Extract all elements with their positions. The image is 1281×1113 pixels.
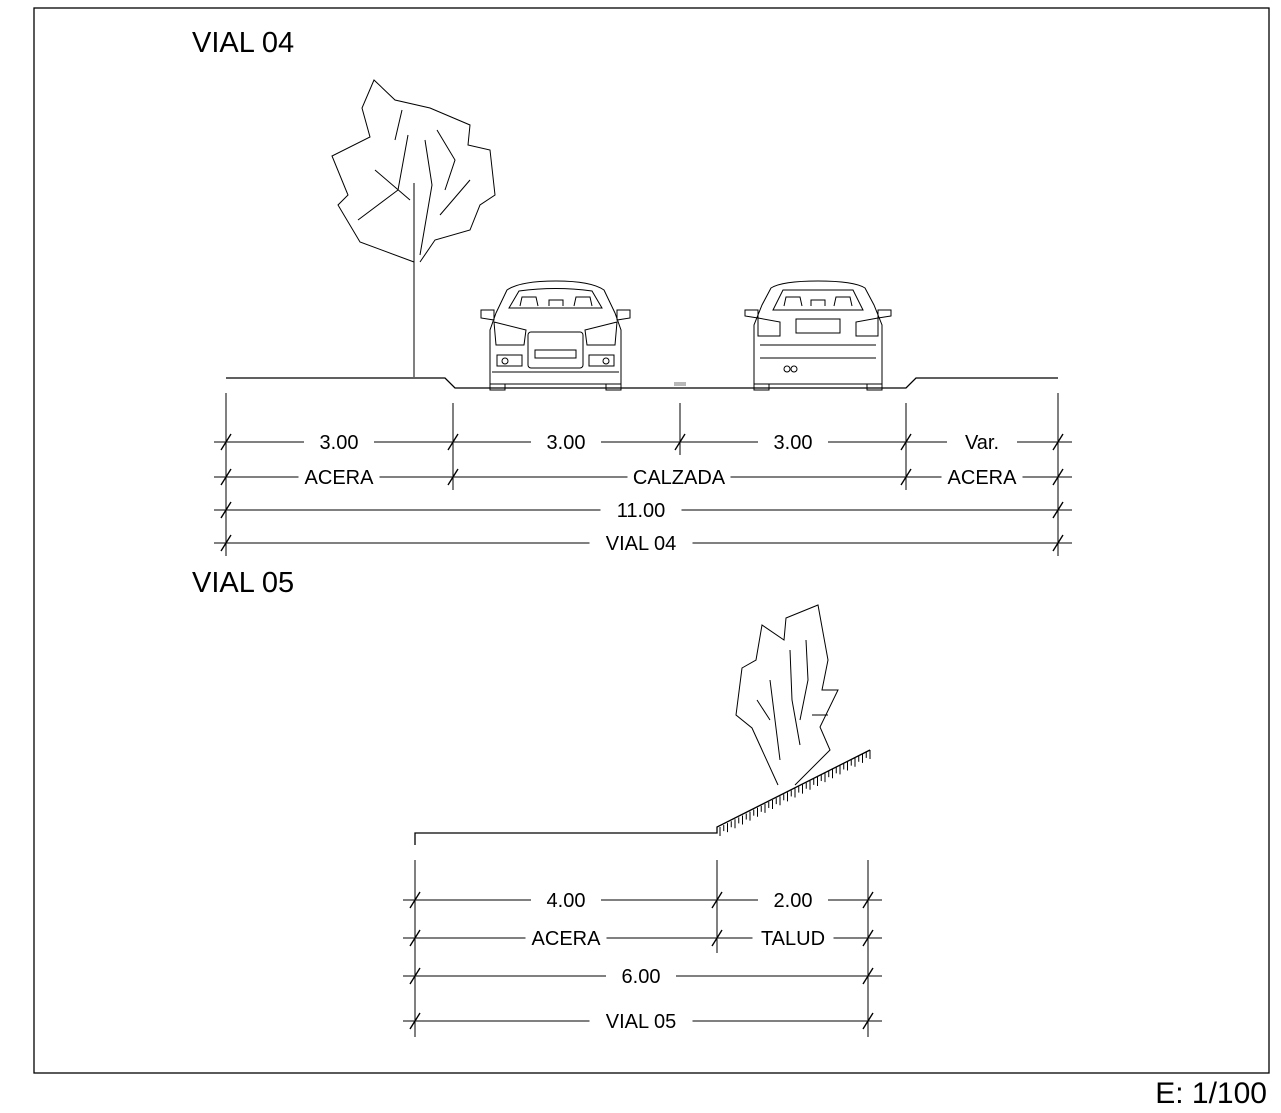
- dimension-label: VIAL 04: [606, 533, 676, 555]
- dimension-tick: [900, 468, 912, 486]
- dimension-label: Var.: [965, 432, 999, 454]
- dimension-tick: [1052, 433, 1064, 451]
- dimension-tick: [409, 1012, 421, 1030]
- dimension-label-gap: [298, 473, 380, 481]
- dimension-tick: [447, 468, 459, 486]
- dimension-label-gap: [589, 539, 693, 547]
- dimension-label: ACERA: [305, 467, 375, 489]
- dimension-label-gap: [531, 896, 601, 904]
- dimension-label-gap: [589, 1017, 693, 1025]
- tree-icon: [331, 79, 496, 377]
- dimension-label: VIAL 05: [606, 1011, 676, 1033]
- ground-profile-vial-05: [414, 749, 871, 845]
- dimension-tick: [220, 501, 232, 519]
- dimension-tick: [900, 433, 912, 451]
- dimension-tick: [409, 891, 421, 909]
- dimension-tick: [674, 433, 686, 451]
- dimension-label: 11.00: [617, 500, 666, 522]
- dimension-label-gap: [947, 438, 1017, 446]
- dimension-label: 3.00: [774, 432, 813, 454]
- dimension-label-gap: [752, 934, 834, 942]
- dimension-label: 3.00: [320, 432, 359, 454]
- dimension-tick: [862, 929, 874, 947]
- dimension-label: 4.00: [547, 890, 586, 912]
- dimension-label-gap: [627, 473, 731, 481]
- dimension-label-gap: [531, 438, 601, 446]
- dimension-tick: [1052, 501, 1064, 519]
- dimension-label: ACERA: [948, 467, 1018, 489]
- section-title-vial-04: VIAL 04: [192, 27, 294, 59]
- car-rear-icon: [744, 280, 892, 391]
- dimension-label-gap: [941, 473, 1023, 481]
- dimension-tick: [409, 929, 421, 947]
- dimension-label: TALUD: [761, 928, 825, 950]
- dimension-tick: [711, 891, 723, 909]
- slope-hatching: [719, 750, 871, 836]
- dimension-label: 2.00: [774, 890, 813, 912]
- dimension-label: ACERA: [532, 928, 602, 950]
- dimension-label-gap: [304, 438, 374, 446]
- dimension-label-gap: [600, 506, 682, 514]
- dimension-label-gap: [606, 972, 676, 980]
- dimension-tick: [1052, 468, 1064, 486]
- dimension-label-gap: [758, 896, 828, 904]
- dimension-tick: [220, 534, 232, 552]
- dimension-label: CALZADA: [633, 467, 726, 489]
- section-title-vial-05: VIAL 05: [192, 567, 294, 599]
- dimension-label-gap: [525, 934, 607, 942]
- tree-icon: [735, 604, 839, 786]
- dimension-tick: [862, 1012, 874, 1030]
- dimension-tick: [220, 433, 232, 451]
- dimension-tick: [862, 891, 874, 909]
- dimension-label: 6.00: [622, 966, 661, 988]
- dimension-tick: [447, 433, 459, 451]
- car-front-icon: [480, 280, 631, 391]
- dimension-tick: [1052, 534, 1064, 552]
- sheet-frame: [33, 7, 1270, 1074]
- dimension-label-gap: [758, 438, 828, 446]
- scale-label: E: 1/100: [1155, 1077, 1267, 1110]
- dimension-tick: [711, 929, 723, 947]
- ground-profile-vial-04: [226, 377, 1058, 389]
- dimension-tick: [220, 468, 232, 486]
- dimension-tick: [862, 967, 874, 985]
- road-axis-marker: [674, 382, 686, 386]
- dimension-label: 3.00: [547, 432, 586, 454]
- extension-lines-vial-04: [225, 393, 1059, 556]
- dimension-lines-vial-04: 3.00 3.00 3.00 Var. ACERA CALZADA ACERA 11.00VI…: [214, 432, 1072, 555]
- dimension-tick: [409, 967, 421, 985]
